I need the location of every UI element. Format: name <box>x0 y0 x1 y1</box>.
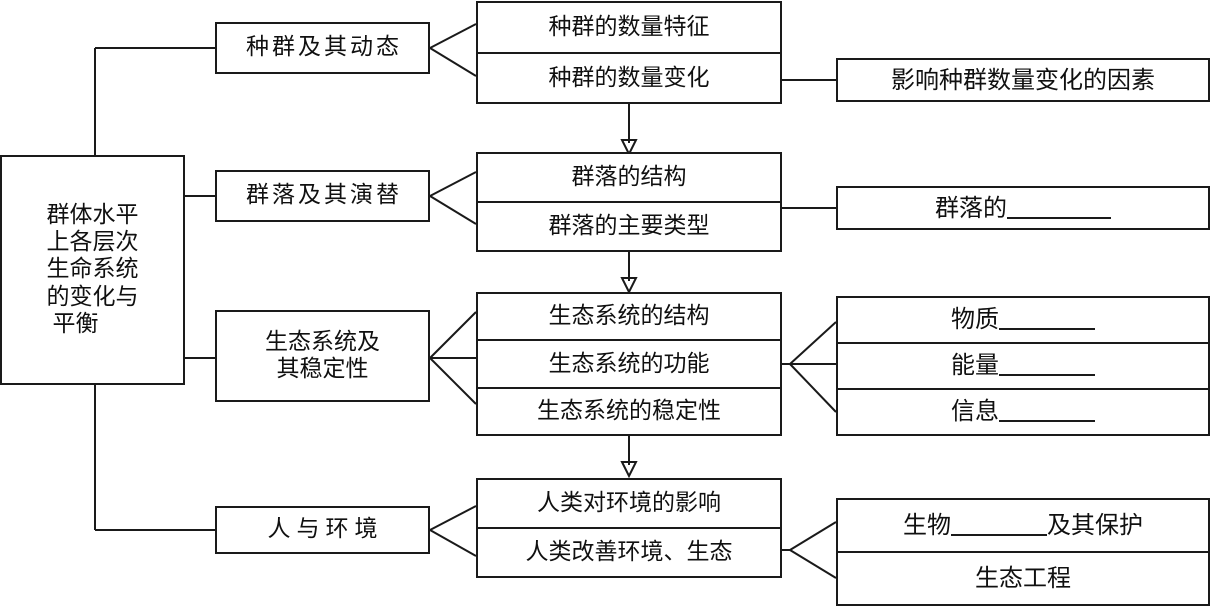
detail-label-ecosystem-2: 能量 <box>951 351 1095 380</box>
wire-ecosystem-fan-1 <box>429 311 477 359</box>
detail-label-population-1: 影响种群数量变化的因素 <box>891 65 1155 94</box>
flow-arrow-2-head <box>620 277 638 295</box>
detail-cell[interactable]: 生态工程 <box>838 553 1208 604</box>
detail-label-human-1: 生物 及其保护 <box>903 510 1143 540</box>
detail-label-ecosystem-3: 信息 <box>951 397 1095 426</box>
detail-box-community[interactable]: 群落的 <box>836 186 1210 230</box>
branch-label-human-environment: 人与环境 <box>267 516 384 543</box>
topic-cell[interactable]: 生态系统的稳定性 <box>478 389 780 434</box>
topic-stack-ecosystem: 生态系统的结构 生态系统的功能 生态系统的稳定性 <box>476 292 782 436</box>
branch-box-human-environment[interactable]: 人与环境 <box>215 506 430 554</box>
topic-cell[interactable]: 种群的数量特征 <box>478 3 780 54</box>
fill-blank[interactable] <box>951 533 1047 536</box>
wire-community-fan-2 <box>429 195 477 225</box>
wire-human-fan-1 <box>429 505 477 531</box>
branch-label-population: 种群及其动态 <box>246 34 402 61</box>
wire-human-detail-2 <box>789 549 837 579</box>
detail-label-human-2: 生态工程 <box>975 563 1071 592</box>
detail-stack-ecosystem: 物质 能量 信息 <box>836 296 1210 436</box>
detail-cell[interactable]: 物质 <box>838 298 1208 344</box>
topic-cell[interactable]: 生态系统的结构 <box>478 294 780 342</box>
fill-blank[interactable] <box>999 328 1095 331</box>
detail-prefix-energy: 能量 <box>951 351 999 380</box>
branch-box-community[interactable]: 群落及其演替 <box>215 170 430 222</box>
topic-label-community-2: 群落的主要类型 <box>548 213 710 240</box>
root-label-line-4: 的变化与 <box>46 283 139 310</box>
wire-human-detail-1 <box>789 521 837 551</box>
topic-cell[interactable]: 种群的数量变化 <box>478 54 780 103</box>
detail-cell[interactable]: 生物 及其保护 <box>838 500 1208 553</box>
detail-suffix-protection: 及其保护 <box>1047 510 1143 539</box>
branch-label-ecosystem-line-2: 其稳定性 <box>276 356 369 382</box>
detail-label-community-1: 群落的 <box>935 194 1111 222</box>
root-label-line-2: 上各层次 <box>46 229 139 256</box>
fill-blank[interactable] <box>999 420 1095 423</box>
detail-prefix-community: 群落的 <box>935 193 1007 222</box>
topic-label-population-1: 种群的数量特征 <box>548 14 710 41</box>
branch-label-community: 群落及其演替 <box>246 182 402 209</box>
wire-ecosystem-fan-3 <box>429 357 477 405</box>
wire-population-fan-1 <box>429 23 477 49</box>
topic-stack-community: 群落的结构 群落的主要类型 <box>476 152 782 252</box>
wire-human-fan-2 <box>429 529 477 557</box>
detail-box-population[interactable]: 影响种群数量变化的因素 <box>836 58 1210 102</box>
detail-cell[interactable]: 能量 <box>838 344 1208 390</box>
wire-community-fan-1 <box>429 171 477 197</box>
root-label-line-3: 生命系统 <box>46 256 139 283</box>
root-label-line-5: 平衡 <box>52 310 99 337</box>
topic-label-human-2: 人类改善环境、生态 <box>525 539 733 566</box>
branch-label-ecosystem: 生态系统及 其稳定性 <box>265 329 380 383</box>
wire-ecosystem-detail-3 <box>789 363 837 413</box>
detail-stack-human-environment: 生物 及其保护 生态工程 <box>836 498 1210 606</box>
topic-label-ecosystem-2: 生态系统的功能 <box>548 350 710 377</box>
topic-cell[interactable]: 人类改善环境、生态 <box>478 529 780 576</box>
detail-prefix-material: 物质 <box>951 305 999 334</box>
branch-box-ecosystem[interactable]: 生态系统及 其稳定性 <box>215 310 430 402</box>
topic-stack-human-environment: 人类对环境的影响 人类改善环境、生态 <box>476 478 782 578</box>
wire-ecosystem-detail-1 <box>789 321 837 365</box>
fill-blank[interactable] <box>999 374 1095 377</box>
topic-cell[interactable]: 群落的结构 <box>478 154 780 203</box>
root-label: 群体水平 上各层次 生命系统 的变化与 平衡 <box>37 202 149 338</box>
flow-arrow-3-head <box>620 461 638 479</box>
detail-cell[interactable]: 信息 <box>838 390 1208 434</box>
detail-prefix-biology: 生物 <box>903 510 951 539</box>
fill-blank[interactable] <box>1007 216 1111 219</box>
topic-cell[interactable]: 生态系统的功能 <box>478 341 780 389</box>
topic-cell[interactable]: 人类对环境的影响 <box>478 480 780 529</box>
detail-prefix-information: 信息 <box>951 397 999 426</box>
branch-box-population[interactable]: 种群及其动态 <box>215 22 430 74</box>
topic-stack-population: 种群的数量特征 种群的数量变化 <box>476 1 782 104</box>
root-label-line-1: 群体水平 <box>46 202 139 229</box>
topic-label-ecosystem-3: 生态系统的稳定性 <box>537 398 721 425</box>
branch-label-ecosystem-line-1: 生态系统及 <box>265 328 380 355</box>
topic-label-ecosystem-1: 生态系统的结构 <box>548 303 710 330</box>
topic-label-community-1: 群落的结构 <box>571 164 687 191</box>
topic-label-human-1: 人类对环境的影响 <box>537 490 721 517</box>
root-box[interactable]: 群体水平 上各层次 生命系统 的变化与 平衡 <box>0 155 185 385</box>
wire-population-fan-2 <box>429 47 477 77</box>
topic-label-population-2: 种群的数量变化 <box>548 64 710 91</box>
detail-label-ecosystem-1: 物质 <box>951 305 1095 334</box>
topic-cell[interactable]: 群落的主要类型 <box>478 203 780 250</box>
